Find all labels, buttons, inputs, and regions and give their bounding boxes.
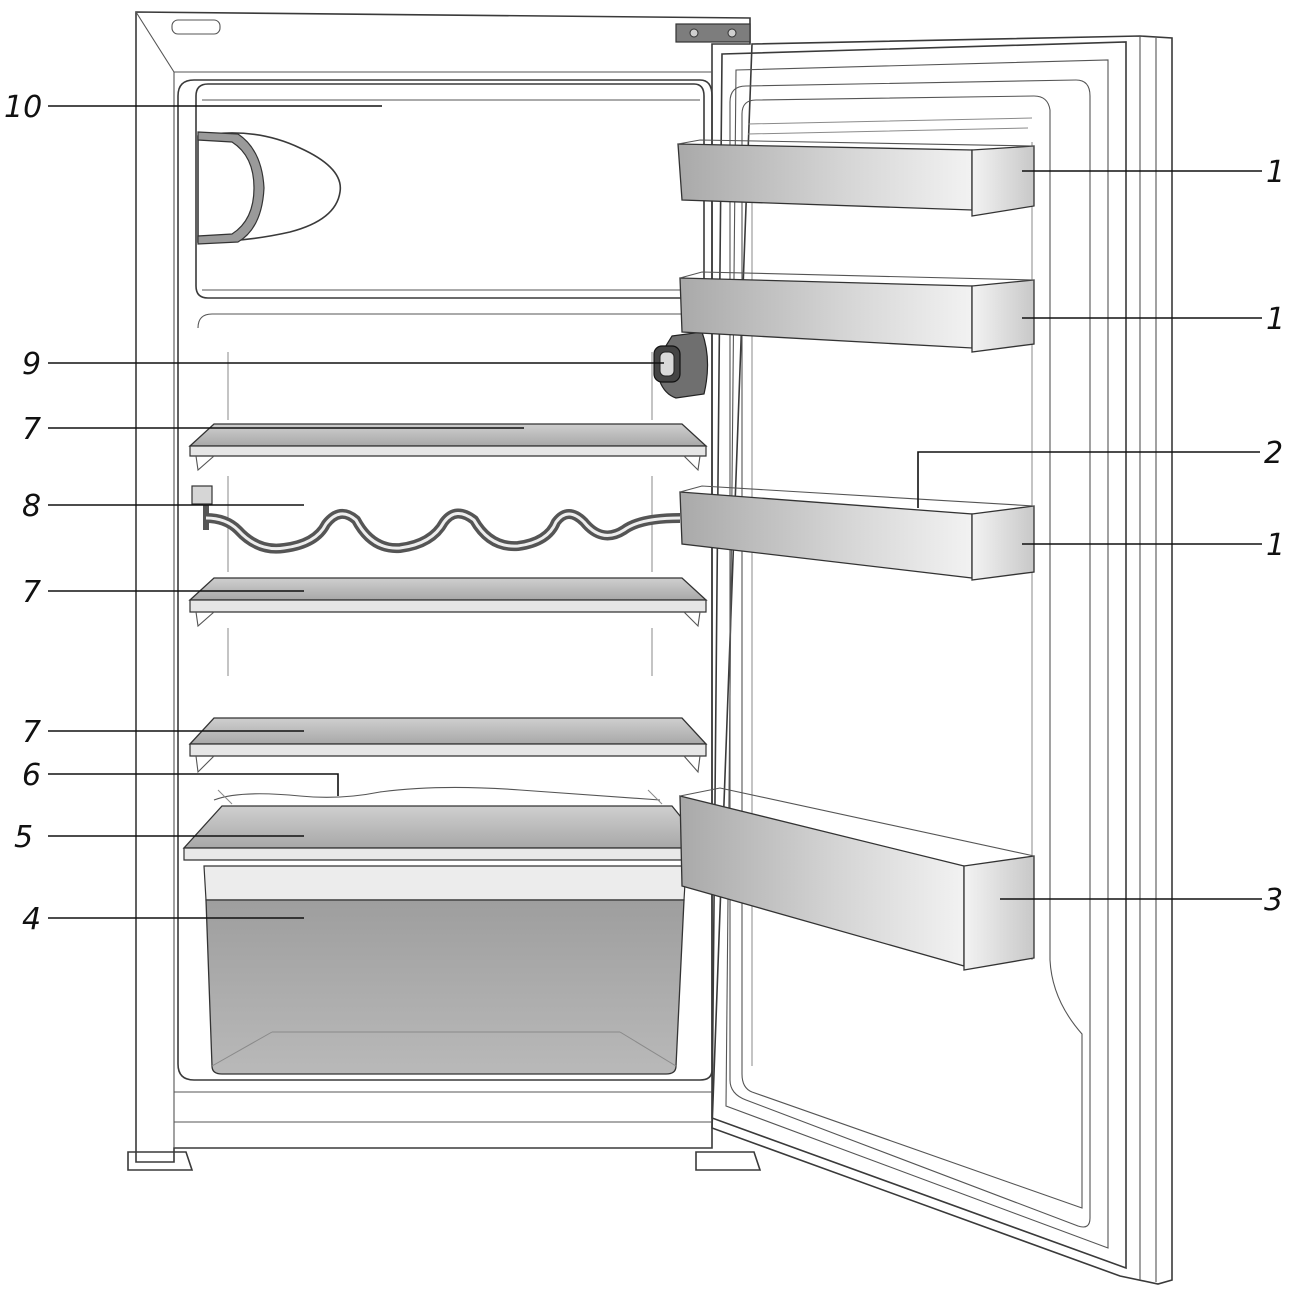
callout-2: 2 — [1264, 436, 1283, 471]
leader-2 — [917, 451, 1260, 508]
top-hinge — [675, 23, 751, 43]
leader-6 — [48, 773, 339, 796]
callout-4: 4 — [22, 902, 41, 937]
callout-8: 8 — [22, 489, 41, 524]
ice-tray-handle — [197, 131, 265, 245]
glass-shelf-lower — [188, 717, 708, 774]
crisper-drawer — [203, 865, 687, 1075]
callout-9: 9 — [22, 347, 41, 382]
defrost-water-channel — [213, 786, 661, 801]
callout-labels: 10 9 7 8 7 7 6 5 4 1 1 2 1 3 — [4, 90, 1285, 937]
door-shelf-2 — [679, 271, 1035, 353]
door — [711, 35, 1173, 1285]
callout-1-top: 1 — [1266, 155, 1285, 190]
leader-lines — [48, 105, 1262, 919]
glass-shelf-middle — [188, 577, 708, 628]
callout-7-middle: 7 — [22, 575, 41, 610]
freezer-compartment — [195, 83, 705, 299]
crisper-cover — [182, 805, 708, 861]
callout-7-upper: 7 — [22, 412, 41, 447]
door-shelf-3 — [679, 485, 1035, 581]
callout-1-third: 1 — [1266, 528, 1285, 563]
bottle-shelf — [679, 787, 1035, 971]
door-shelf-1 — [677, 139, 1035, 217]
thermostat-knob — [653, 331, 709, 399]
glass-shelf-upper — [188, 423, 708, 472]
callout-3: 3 — [1264, 883, 1283, 918]
callout-7-lower: 7 — [22, 715, 41, 750]
callout-1-second: 1 — [1266, 302, 1285, 337]
callout-6: 6 — [22, 758, 41, 793]
left-foot — [127, 1151, 194, 1171]
callout-10: 10 — [4, 90, 42, 125]
right-foot — [695, 1151, 762, 1171]
ice-tray — [197, 132, 342, 243]
callout-5: 5 — [14, 820, 33, 855]
wine-rack — [191, 485, 681, 554]
